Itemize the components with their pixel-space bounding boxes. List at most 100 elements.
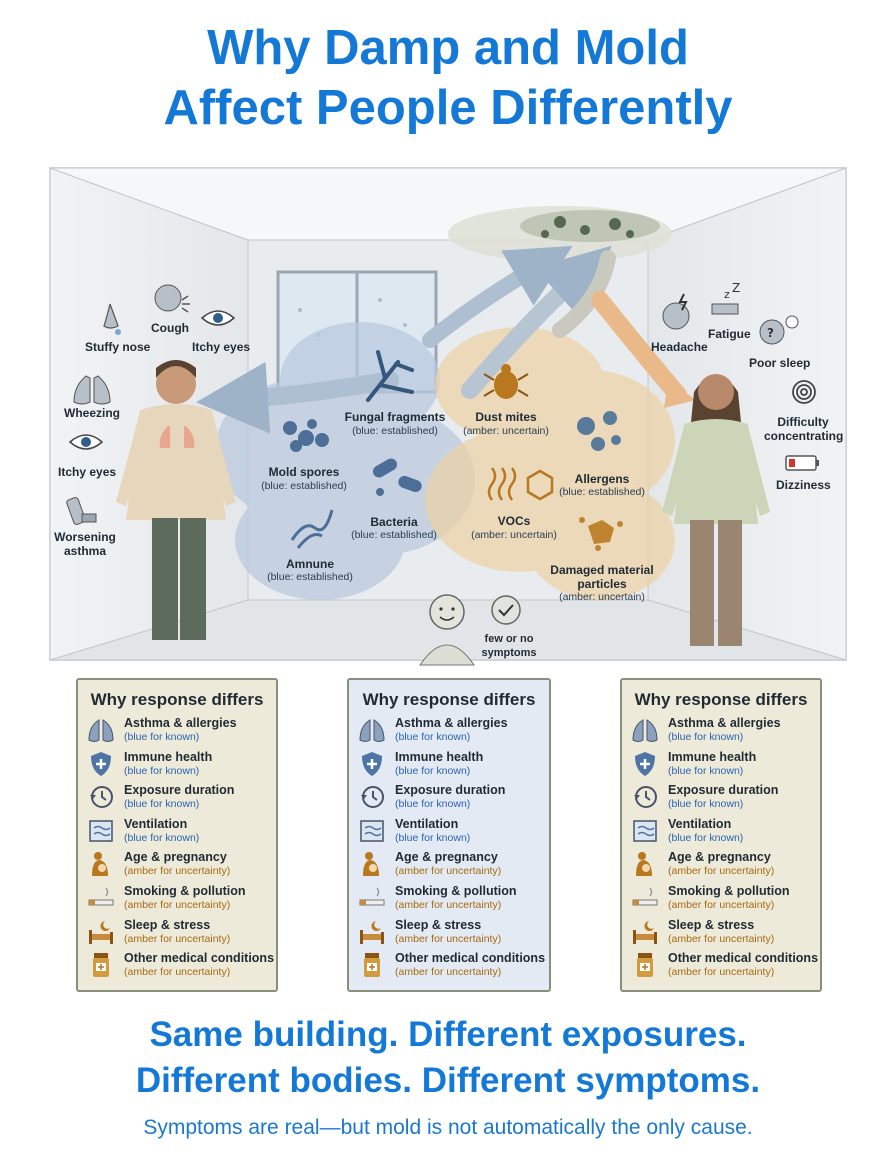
battery-low-icon (785, 455, 819, 471)
symptom-itchy-eyes-side: Itchy eyes (58, 465, 117, 479)
response-panel-left: Why response differs Asthma & allergies(… (76, 678, 278, 992)
clock-history-icon (632, 783, 658, 811)
factor-name: Immune health (124, 749, 213, 764)
factor-note: (amber for uncertainty) (395, 899, 502, 911)
factor-note: (amber for uncertainty) (124, 899, 231, 911)
exposure-bacteria-status: (blue: established) (351, 529, 437, 541)
bed-moon-icon (359, 918, 385, 946)
cigarette-icon (359, 884, 385, 912)
eye-icon (200, 310, 236, 326)
symptom-wheezing: Wheezing (64, 406, 120, 420)
factor-note: (amber for uncertainty) (668, 899, 775, 911)
exposure-mold-spores-label: Mold spores (268, 465, 340, 479)
factor-name: Smoking & pollution (124, 884, 246, 898)
lungs-icon (88, 716, 114, 744)
factor-note: (amber for uncertainty) (668, 966, 775, 979)
symptom-poor-sleep: Poor sleep (749, 356, 811, 370)
factor-name: Smoking & pollution (395, 884, 517, 898)
inhaler-icon (66, 497, 97, 525)
exposure-allergens-status: (blue: established) (559, 486, 645, 498)
vocs-icon (487, 467, 554, 501)
factor-name: Age & pregnancy (668, 850, 771, 865)
damaged-particles-icon (579, 517, 623, 551)
factor-name: Smoking & pollution (668, 884, 790, 898)
shield-plus-icon (632, 750, 658, 778)
exposure-bacteria-label: Bacteria (370, 515, 418, 529)
factor-note: (blue for known) (124, 764, 200, 777)
lungs-icon (73, 375, 111, 405)
factor-note: (blue for known) (668, 731, 744, 743)
factor-name: Sleep & stress (668, 917, 755, 932)
amber-exposure-cloud (425, 327, 675, 600)
exposure-dust-mites-label: Dust mites (475, 410, 537, 424)
factor-name: Asthma & allergies (124, 716, 237, 730)
window-airflow-icon (359, 817, 385, 845)
symptom-worsening-asthma: Worsening asthma (54, 530, 116, 558)
ceiling-mold-stain (448, 206, 672, 262)
pill-bottle-icon (359, 951, 385, 979)
dust-mite-icon (483, 364, 529, 399)
factor-note: (blue for known) (124, 731, 200, 743)
exposure-damaged-particles-label: Damaged material particles (550, 563, 654, 591)
lungs-icon (632, 716, 658, 744)
factor-name: Other medical conditions (124, 951, 275, 966)
exposure-amnune-label: Amnune (286, 557, 334, 571)
svg-text:?: ? (767, 326, 774, 340)
pill-bottle-icon (632, 951, 658, 979)
factor-name: Age & pregnancy (395, 850, 498, 865)
exposure-allergens-label: Allergens (574, 472, 630, 486)
center-person-label: few or no symptoms (481, 633, 537, 659)
checkmark-icon (491, 595, 521, 625)
clock-history-icon (88, 783, 114, 811)
factor-name: Age & pregnancy (124, 850, 227, 865)
factor-note: (amber for uncertainty) (395, 932, 502, 945)
response-panel-right: Why response differs Asthma & allergies(… (620, 678, 822, 992)
factor-note: (amber for uncertainty) (124, 865, 231, 878)
bed-moon-icon (632, 918, 658, 946)
lungs-icon (359, 716, 385, 744)
factor-note: (amber for uncertainty) (395, 966, 502, 979)
exposure-mold-spores-status: (blue: established) (261, 480, 347, 492)
factor-name: Ventilation (395, 816, 459, 831)
symptom-headache: Headache (651, 340, 708, 354)
factor-note: (blue for known) (668, 764, 744, 777)
right-person-figure (662, 374, 770, 646)
spiral-icon (792, 380, 816, 404)
factor-name: Other medical conditions (668, 951, 819, 966)
eye-icon (68, 434, 104, 450)
symptom-difficulty-concentrating: Difficulty concentrating (764, 415, 844, 443)
factor-name: Asthma & allergies (668, 716, 781, 730)
clock-history-icon (359, 783, 385, 811)
window-airflow-icon (632, 817, 658, 845)
window-airflow-icon (88, 817, 114, 845)
factor-note: (blue for known) (395, 798, 471, 811)
pill-bottle-icon (88, 951, 114, 979)
factor-note: (blue for known) (668, 798, 744, 811)
factor-name: Immune health (395, 749, 484, 764)
factor-note: (blue for known) (395, 731, 471, 743)
factor-note: (amber for uncertainty) (124, 932, 231, 945)
center-person-figure (419, 594, 521, 666)
bacteria-icon (372, 458, 422, 496)
factor-name: Immune health (668, 749, 757, 764)
confused-head-icon: ? (759, 315, 799, 345)
factor-name: Exposure duration (668, 783, 779, 798)
symptom-stuffy-nose: Stuffy nose (85, 340, 151, 354)
left-person-figure (116, 360, 236, 640)
exposure-fungal-fragments-status: (blue: established) (352, 425, 438, 437)
symptom-dizziness: Dizziness (776, 478, 831, 492)
cough-icon (154, 284, 190, 313)
panel-title: Why response differs (90, 690, 264, 709)
mother-baby-icon (88, 850, 114, 878)
cigarette-icon (88, 884, 114, 912)
exposure-vocs-status: (amber: uncertain) (471, 529, 557, 541)
exposure-amnune-status: (blue: established) (267, 571, 353, 583)
title-line-1: Why Damp and Mold (207, 21, 689, 75)
factor-name: Ventilation (668, 816, 732, 831)
factor-name: Exposure duration (124, 783, 235, 798)
factor-note: (blue for known) (668, 831, 744, 844)
fungal-fragments-icon (366, 350, 414, 402)
footnote: Symptoms are real—but mold is not automa… (143, 1116, 753, 1139)
factor-name: Sleep & stress (124, 917, 211, 932)
